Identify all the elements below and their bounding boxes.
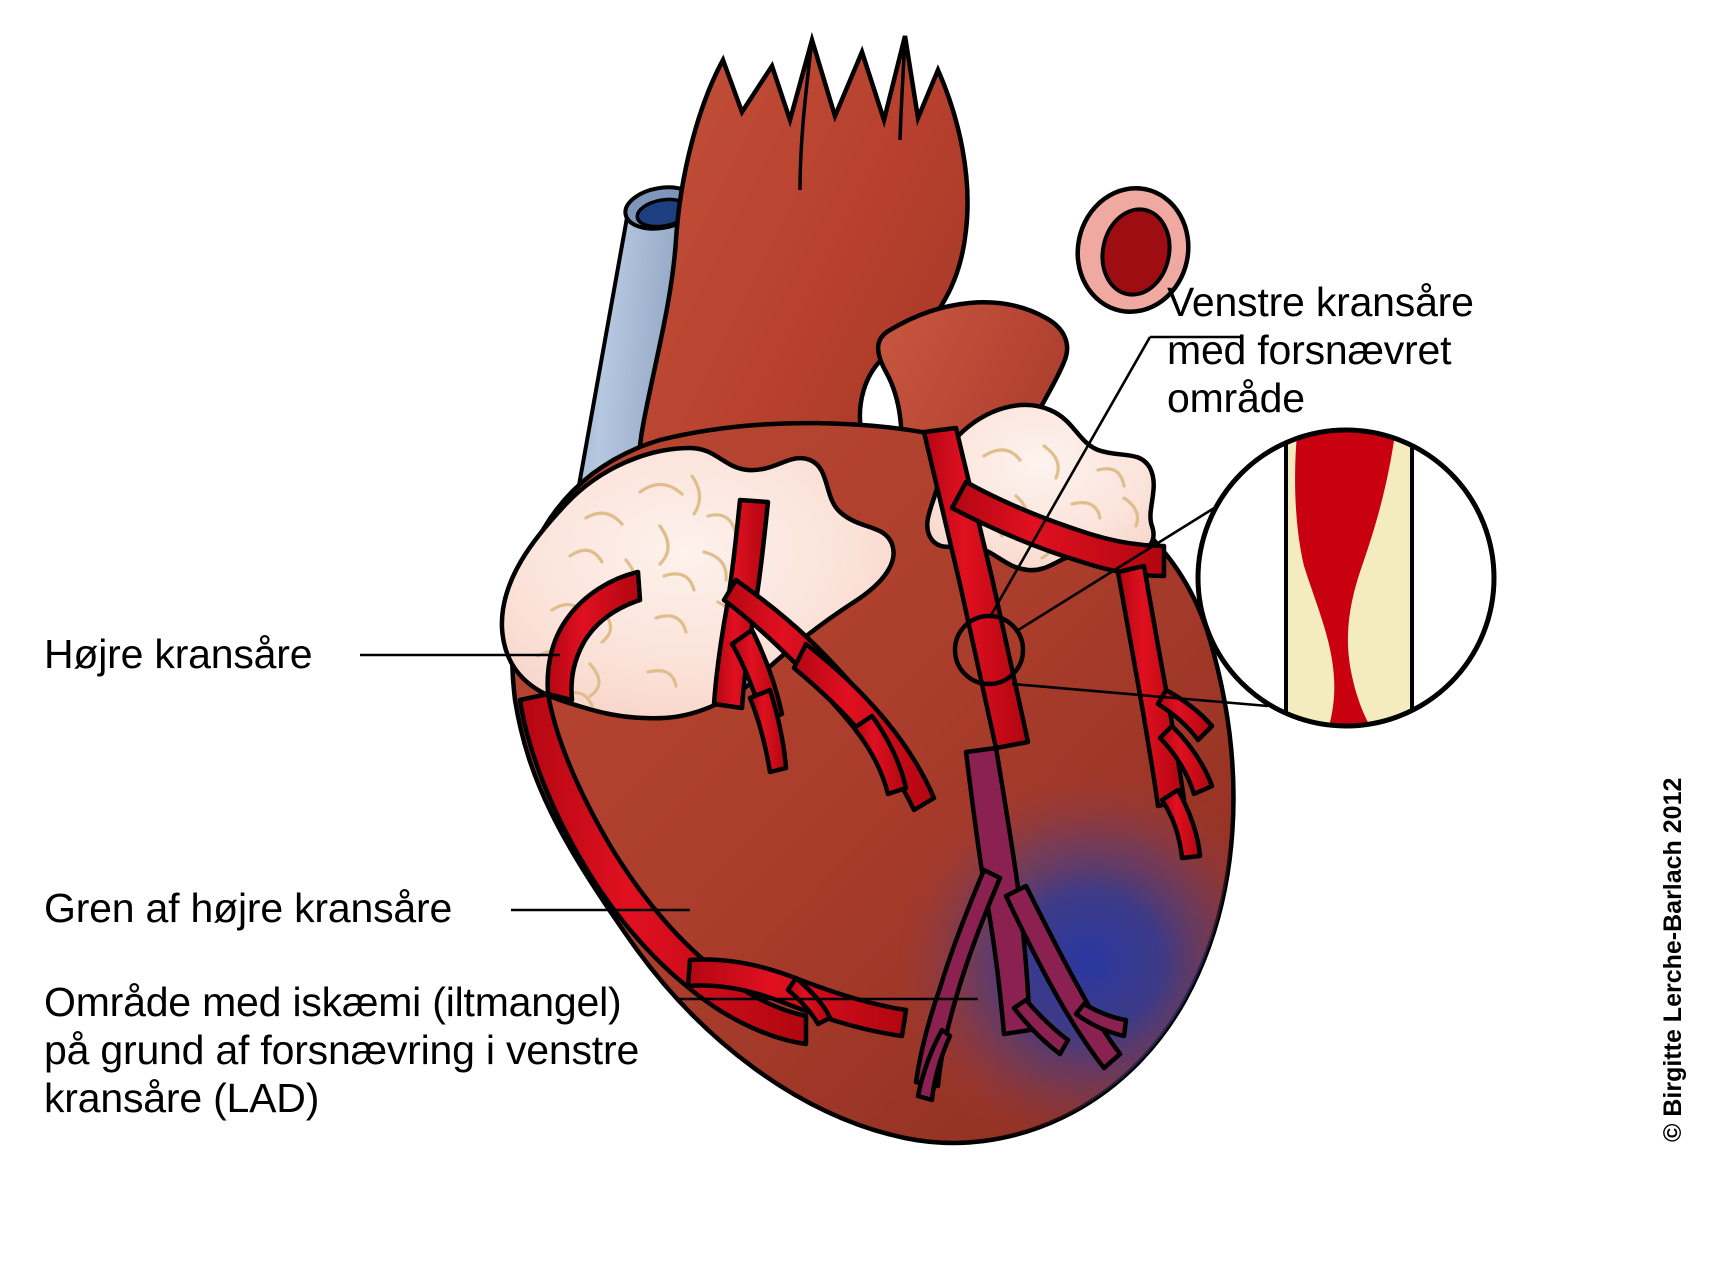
label-right-coronary-artery: Højre kransåre [44,631,313,677]
rca-proximal [545,569,643,703]
circumflex-twig-b [1157,723,1215,797]
lad-distal [963,745,1033,1037]
label-left-coronary-artery: Venstre kransåre med forsnævret område [1167,279,1474,421]
stenosis-inset [1195,427,1497,729]
rca-marginal-twig-1 [785,975,833,1027]
circumflex-artery [949,479,1167,579]
leader-left-coronary-diagonal [988,336,1152,618]
label-ischemia-area: Område med iskæmi (iltmangel) på grund a… [44,979,640,1121]
coronary-arteries [517,425,1215,1103]
anterior-branch-fan-c [747,687,789,775]
circumflex-twig-a [1155,687,1215,743]
copyright-notice: © Birgitte Lerche-Barlach 2012 [1659,777,1687,1142]
right-coronary-artery [517,691,809,1047]
lad-distal-twig-a [915,1027,953,1103]
circumflex-twig-c [1159,787,1203,861]
stenosis-marker-circle [952,613,1026,687]
label-rca-branch: Gren af højre kransåre [44,885,453,931]
leader-inset-lower [1011,682,1269,708]
lad-distal-branch-left [913,867,1003,1089]
lad-distal-twig-c [1073,1001,1129,1039]
anterior-branch-fan-e [851,713,909,797]
aorta-stump-cross-section [1075,186,1191,314]
lad-distal-twig-b [1011,997,1071,1057]
epicardial-fat-left [499,445,896,721]
stenosed-lumen [1295,432,1398,724]
